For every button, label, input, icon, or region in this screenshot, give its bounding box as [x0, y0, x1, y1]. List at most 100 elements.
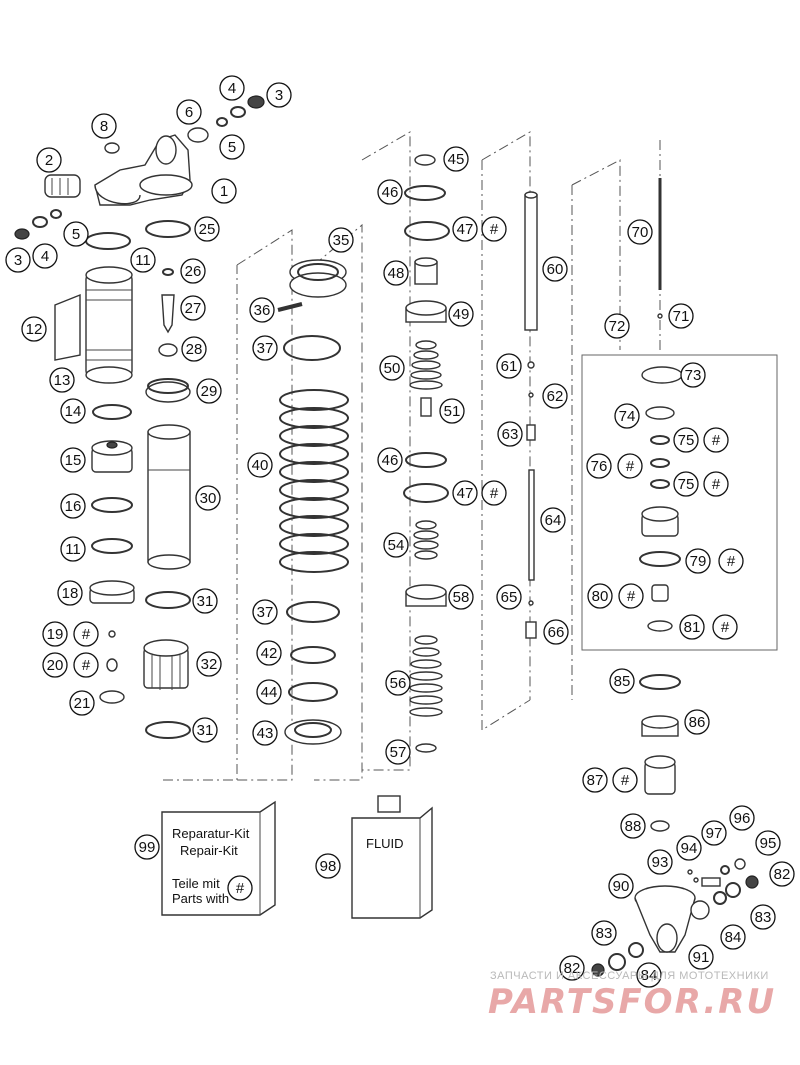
callout-c61-circle	[496, 353, 522, 379]
callout-c40-text: 40	[252, 457, 269, 474]
callout-c43: 43	[252, 720, 278, 746]
part-80-bushing	[651, 584, 669, 602]
callout-c5a: 5	[219, 134, 245, 160]
repair-kit-line4: Parts with	[172, 891, 229, 906]
callout-c42-text: 42	[261, 645, 278, 662]
callout-c18: 18	[57, 580, 83, 606]
callout-c1-circle	[211, 178, 237, 204]
callout-c30-circle	[195, 485, 221, 511]
callout-c96-circle	[729, 805, 755, 831]
hash-mark-hkit-circle	[227, 875, 253, 901]
callout-c87-circle	[582, 767, 608, 793]
callout-c64: 64	[540, 507, 566, 533]
callout-c54-text: 54	[388, 537, 405, 554]
callout-c62-circle	[542, 383, 568, 409]
callout-c79-circle	[685, 548, 711, 574]
callout-c82b-text: 82	[564, 960, 581, 977]
part-60-piston-rod	[524, 191, 538, 331]
callout-c46a-text: 46	[382, 184, 399, 201]
callout-c83a: 83	[750, 904, 776, 930]
part-74-washer	[645, 406, 675, 420]
guide-lines	[163, 131, 778, 781]
callout-c14-circle	[60, 398, 86, 424]
callout-c6-circle	[176, 99, 202, 125]
callout-c75b-circle	[673, 471, 699, 497]
callout-c26-circle	[180, 258, 206, 284]
part-19-ball	[108, 630, 116, 638]
callout-c36-circle	[249, 297, 275, 323]
callout-c88: 88	[620, 813, 646, 839]
callout-c43-text: 43	[257, 725, 274, 742]
callout-c32-circle	[196, 651, 222, 677]
callout-c48: 48	[383, 260, 409, 286]
callout-c1-text: 1	[220, 183, 228, 200]
callout-c63: 63	[497, 421, 523, 447]
hash-layer: ############	[73, 216, 744, 901]
callout-c62-text: 62	[547, 388, 564, 405]
hash-mark-h47a-text: #	[490, 221, 499, 238]
callout-c81-circle	[679, 614, 705, 640]
part-82-nut-b	[591, 963, 605, 977]
callout-c99-circle	[134, 834, 160, 860]
hash-mark-h47b-text: #	[490, 485, 499, 502]
callout-c5a-text: 5	[228, 139, 236, 156]
hash-mark-h20: #	[73, 652, 99, 678]
part-71-ring	[657, 313, 663, 319]
callout-c71-text: 71	[673, 308, 690, 325]
part-63-sleeve	[526, 424, 536, 441]
callout-c45: 45	[443, 146, 469, 172]
callout-c25-text: 25	[199, 221, 216, 238]
callout-c13-circle	[49, 367, 75, 393]
callout-c28-circle	[181, 336, 207, 362]
part-45-nut	[414, 154, 436, 166]
callout-c91-circle	[688, 944, 714, 970]
hash-mark-h20-text: #	[82, 657, 91, 674]
callout-c73-circle	[680, 362, 706, 388]
callout-c72-text: 72	[609, 318, 626, 335]
hash-mark-h19-circle	[73, 621, 99, 647]
callout-c32: 32	[196, 651, 222, 677]
callout-c54-circle	[383, 532, 409, 558]
callout-c85-text: 85	[614, 673, 631, 690]
callout-c28: 28	[181, 336, 207, 362]
callout-c66-circle	[543, 619, 569, 645]
callout-c50-circle	[379, 355, 405, 381]
callout-c27-circle	[180, 295, 206, 321]
repair-kit-line3: Teile mit	[172, 876, 220, 891]
part-11-oring-low	[91, 538, 133, 554]
part-15-piston	[91, 440, 133, 473]
part-94-ball	[693, 877, 699, 883]
hash-mark-hkit-text: #	[236, 880, 245, 897]
part-85-circlip	[639, 674, 681, 690]
callout-c98: 98	[315, 853, 341, 879]
callout-c19: 19	[42, 621, 68, 647]
part-47-seal-a	[404, 221, 450, 241]
callout-c42-circle	[256, 640, 282, 666]
callout-c11a-text: 11	[135, 252, 151, 269]
hash-mark-h81-circle	[712, 614, 738, 640]
callout-c64-circle	[540, 507, 566, 533]
part-65-ring	[528, 600, 534, 606]
hash-mark-h87-text: #	[621, 772, 630, 789]
part-54-shim-stack	[413, 520, 439, 560]
part-96-oring	[720, 865, 730, 875]
callout-c45-circle	[443, 146, 469, 172]
callout-c44-circle	[256, 679, 282, 705]
part-26-ring	[162, 268, 174, 276]
part-28-nut	[158, 343, 178, 357]
part-3-nut-top	[247, 95, 265, 109]
hash-mark-h81-text: #	[721, 619, 730, 636]
callout-c70: 70	[627, 219, 653, 245]
callout-c45-text: 45	[448, 151, 465, 168]
callout-c46a: 46	[377, 179, 403, 205]
hash-mark-h76-text: #	[626, 458, 635, 475]
part-31-oring-b	[145, 721, 191, 739]
callout-c14: 14	[60, 398, 86, 424]
part-12-clamp	[54, 293, 81, 361]
callout-c47b: 47	[452, 480, 478, 506]
group-72-frame	[581, 354, 778, 651]
callout-c49-text: 49	[453, 306, 470, 323]
callout-c93: 93	[647, 849, 673, 875]
callout-c3b-text: 3	[14, 252, 22, 269]
